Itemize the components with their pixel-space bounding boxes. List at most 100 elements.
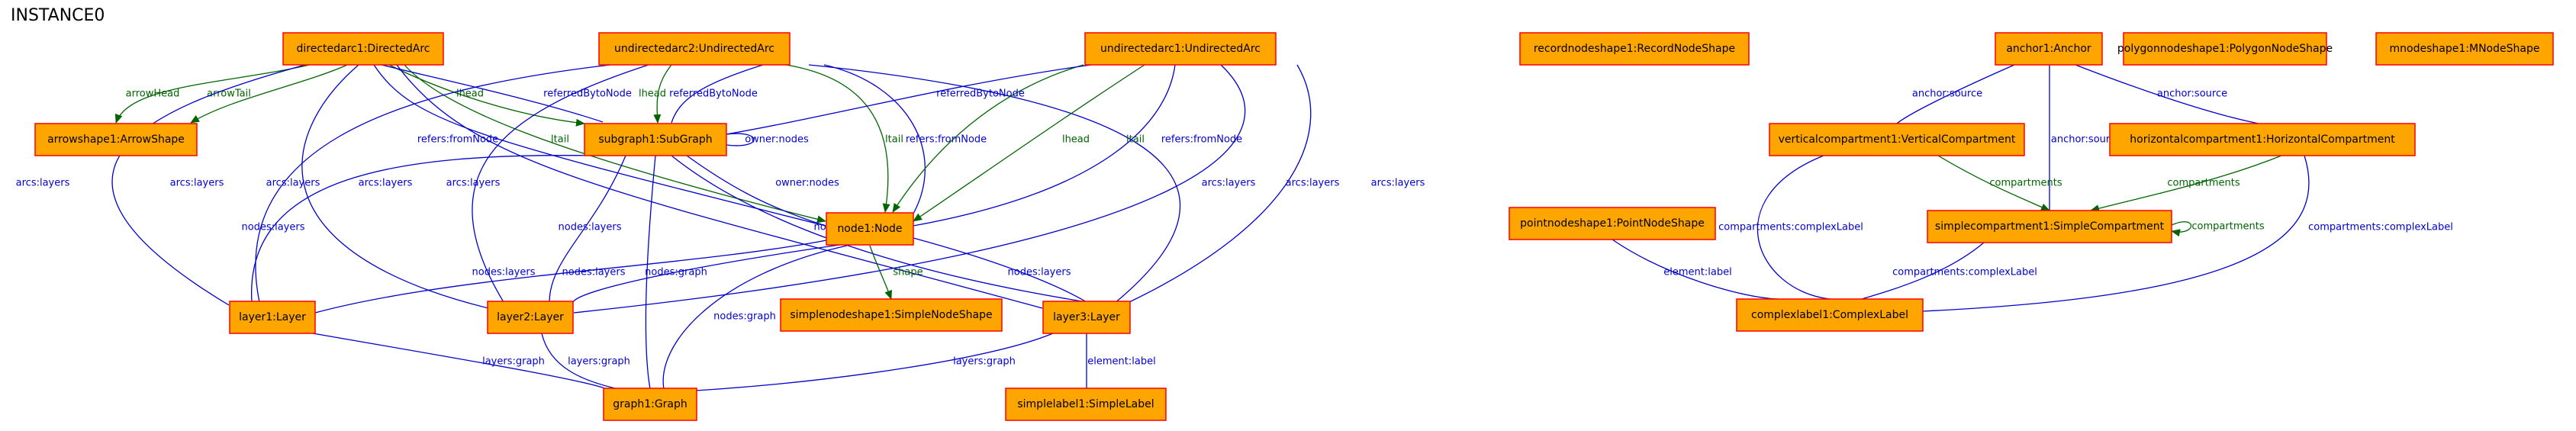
node-label: subgraph1:SubGraph [598,133,712,146]
edge-line [671,155,1087,303]
edge-label: owner:nodes [745,134,809,146]
node-anchor1[interactable]: anchor1:Anchor [1995,32,2103,66]
node-box[interactable] [1042,301,1131,334]
node-layer2[interactable]: layer2:Layer [487,301,574,334]
edge-line [1612,239,1779,300]
edge-label: arcs:layers [266,178,320,189]
node-box[interactable] [487,301,574,334]
edge-label: ltail [885,134,903,146]
edge-pointnodeshape1-complexlabel1: element:label [1612,239,1779,300]
node-recordnodeshape1[interactable]: recordnodeshape1:RecordNodeShape [1519,32,1750,66]
node-horizontalcompartment1[interactable]: horizontalcompartment1:HorizontalCompart… [2109,123,2416,156]
edge-undirectedarc1-layer2: arcs:layers [573,64,1256,314]
node-box[interactable] [1084,32,1277,66]
edge-layer3-simplelabel1: element:label [1086,333,1156,388]
edge-line [1861,242,1985,300]
node-simplelabel1[interactable]: simplelabel1:SimpleLabel [1005,388,1167,421]
edge-directedarc1-node1: ltail [404,64,826,224]
edge-directedarc1-layer1: arcs:layers [16,64,306,306]
edge-undirectedarc1-subgraph1: referredBytoNode [726,64,1092,135]
edge-undirectedarc2-layer3: arcs:layers [808,64,1425,304]
edge-label: layers:graph [568,356,630,368]
edge-undirectedarc2-subgraph1: lhead [639,64,672,124]
node-box[interactable] [2109,123,2416,156]
edge-line [2171,221,2191,237]
node-box[interactable] [598,32,791,66]
node-label: layer1:Layer [239,311,306,323]
node-box[interactable] [584,123,727,156]
edge-label: refers:fromNode [417,134,498,146]
node-label: simplenodeshape1:SimpleNodeShape [790,309,992,321]
node-arrowshape1[interactable]: arrowshape1:ArrowShape [34,123,198,156]
node-label: graph1:Graph [613,398,687,410]
node-box[interactable] [1519,32,1750,66]
edge-subgraph1-layer1: nodes:layers [242,155,596,303]
node-polygonnodeshape1[interactable]: polygonnodeshape1:PolygonNodeShape [2117,32,2333,66]
edge-label: element:label [1087,356,1155,368]
edge-label: compartments:complexLabel [2308,222,2453,233]
edge-verticalcompartment1-simplecompartment1: compartments [1937,155,2062,211]
edge-line [645,155,656,390]
node-undirectedarc2[interactable]: undirectedarc2:UndirectedArc [598,32,791,66]
edge-undirectedarc1-layer3: arcs:layers [1129,64,1340,303]
node-box[interactable] [2375,32,2554,66]
edge-label: refers:fromNode [1161,134,1242,146]
node-mnodeshape1[interactable]: mnodeshape1:MNodeShape [2375,32,2554,66]
edge-line [823,64,926,214]
edge-label: referredBytoNode [543,88,632,100]
node-node1[interactable]: node1:Node [826,212,914,246]
node-verticalcompartment1[interactable]: verticalcompartment1:VerticalCompartment [1769,123,2025,156]
edge-label: ltail [551,134,569,146]
node-label: arrowshape1:ArrowShape [47,133,185,146]
node-box[interactable] [1736,298,1924,332]
node-box[interactable] [603,388,697,421]
edge-line [726,133,755,146]
edge-layer1-graph1: layers:graph [312,333,611,391]
edge-label: arcs:layers [1202,178,1256,189]
node-box[interactable] [282,32,444,66]
edge-label: shape [893,267,923,278]
edge-label: nodes:layers [562,267,626,278]
node-box[interactable] [229,301,316,334]
edge-label: arrowHead [126,88,180,100]
edge-simplecompartment1-complexlabel1: compartments:complexLabel [1861,242,2037,300]
node-complexlabel1[interactable]: complexlabel1:ComplexLabel [1736,298,1924,332]
edge-line [301,64,489,309]
node-subgraph1[interactable]: subgraph1:SubGraph [584,123,727,156]
edge-label: lhead [1062,134,1090,146]
edge-simplecompartment1-simplecompartment1: compartments [2171,221,2265,237]
edge-line [662,245,848,390]
node-undirectedarc1[interactable]: undirectedarc1:UndirectedArc [1084,32,1277,66]
edge-layer2-graph1: layers:graph [541,333,630,391]
edge-label: anchor:source [1912,88,1982,100]
node-box[interactable] [1995,32,2103,66]
node-box[interactable] [1005,388,1167,421]
node-box[interactable] [826,212,914,246]
node-box[interactable] [1927,210,2172,243]
node-box[interactable] [2123,32,2327,66]
node-box[interactable] [1769,123,2025,156]
node-box[interactable] [780,298,1003,332]
edge-anchor1-simplecompartment1: anchor:source [2049,65,2121,211]
edge-line [114,63,314,124]
edge-directedarc1-node1: refers:fromNode [373,64,826,227]
node-box[interactable] [34,123,198,156]
edge-line [2090,155,2282,212]
node-label: anchor1:Anchor [2006,43,2091,55]
node-label: undirectedarc1:UndirectedArc [1100,43,1261,55]
node-box[interactable] [1509,207,1716,240]
edge-label: element:label [1663,267,1731,278]
edge-undirectedarc1-node1: lhead [892,64,1090,213]
node-simplenodeshape1[interactable]: simplenodeshape1:SimpleNodeShape [780,298,1003,332]
edge-label: nodes:layers [472,267,536,278]
node-simplecompartment1[interactable]: simplecompartment1:SimpleCompartment [1927,210,2172,243]
edge-anchor1-horizontalcompartment1: anchor:source [2075,64,2259,124]
node-label: simplecompartment1:SimpleCompartment [1935,220,2165,233]
edge-line [1896,64,2015,124]
node-pointnodeshape1[interactable]: pointnodeshape1:PointNodeShape [1509,207,1716,240]
node-graph1[interactable]: graph1:Graph [603,388,697,421]
node-directedarc1[interactable]: directedarc1:DirectedArc [282,32,444,66]
node-layer1[interactable]: layer1:Layer [229,301,316,334]
node-layer3[interactable]: layer3:Layer [1042,301,1131,334]
